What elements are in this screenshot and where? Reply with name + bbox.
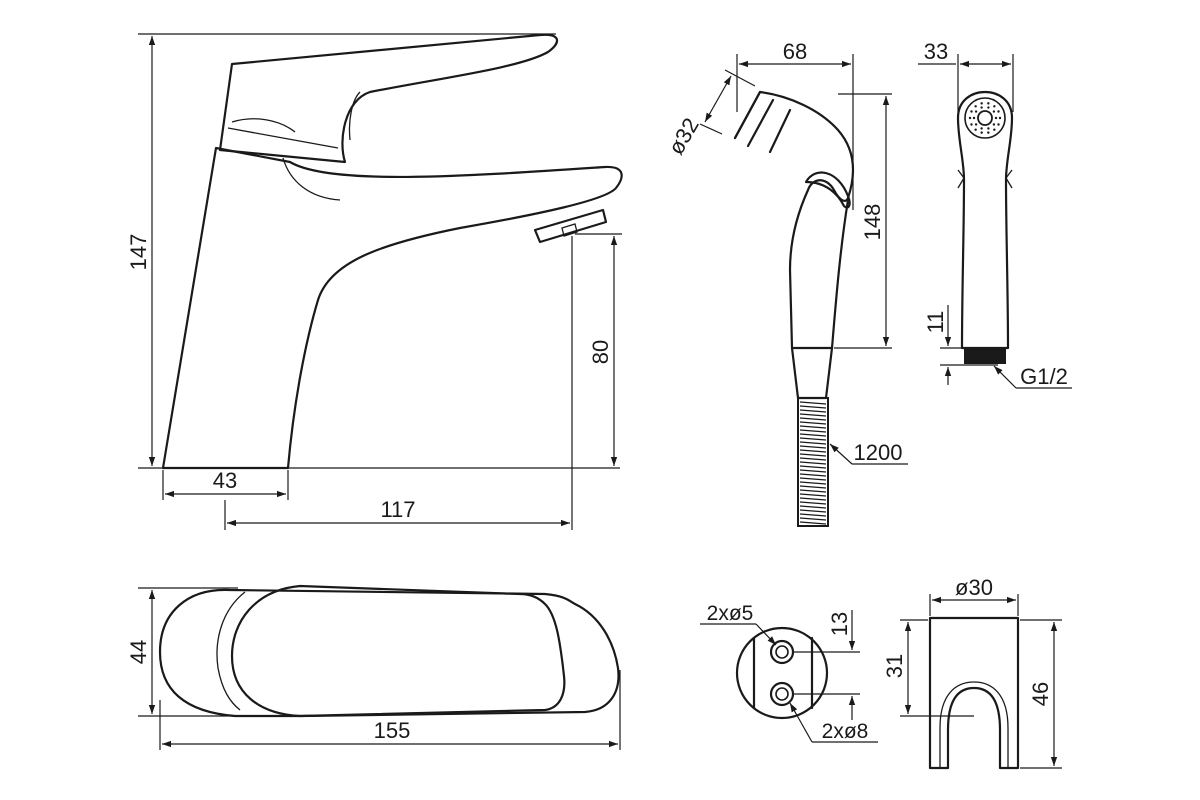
dim-top-length: 155: [374, 718, 411, 743]
nozzle-hole: [993, 105, 996, 108]
ext-32-lower: [699, 123, 723, 135]
nozzle-hole: [987, 131, 990, 134]
holder-front-hook-inner: [939, 681, 1009, 768]
sprayer-thread: [964, 348, 1006, 364]
nozzle-hole: [980, 131, 983, 134]
dim-holder-diameter: ø30: [955, 575, 993, 600]
dim-spout-reach: 117: [380, 497, 415, 522]
sprayer-hose: [797, 397, 829, 527]
dim-thread: G1/2: [1020, 364, 1068, 389]
faucet-top-inner-curve: [216, 591, 246, 711]
nozzle-hole: [992, 110, 996, 113]
sprayer-front-clips: [957, 169, 1013, 189]
faucet-body-outline: [161, 146, 623, 470]
faucet-aerator: [533, 208, 608, 244]
holder-hole-upper-outer: [769, 639, 795, 665]
faucet-side-view: 147 43 117 80: [126, 33, 623, 530]
nozzle-hole: [980, 106, 983, 109]
holder-side-view: 2xø5 13 2xø8: [700, 602, 878, 743]
sprayer-trigger: [804, 171, 851, 209]
nozzle-hole: [980, 127, 983, 130]
holder-hole-lower-outer: [769, 681, 795, 707]
sprayer-side-view: 68 ø32 148 1200: [663, 39, 908, 527]
holder-hole-lower-inner: [775, 687, 789, 701]
holder-front-outline: [928, 616, 1020, 770]
faucet-lever: [218, 33, 558, 164]
faucet-lever-groove: [227, 127, 339, 149]
dim-thread-height: 11: [923, 311, 948, 334]
sprayer-hose-connector: [790, 346, 834, 400]
nozzle-hole: [970, 110, 973, 113]
nozzle-hole: [998, 116, 1002, 120]
sprayer-nozzle-center: [977, 110, 993, 126]
nozzle-hole: [974, 123, 978, 126]
leader-8: [789, 702, 813, 743]
dim-head-diameter: ø32: [663, 114, 704, 159]
nozzle-hole: [968, 116, 972, 120]
faucet-top-lever: [230, 584, 566, 718]
nozzle-hole: [970, 123, 973, 126]
dim-hole-spacing: 13: [827, 612, 852, 636]
dim-base-width: 43: [213, 468, 237, 493]
holder-front-view: ø30 31 46: [882, 575, 1062, 770]
dim-top-depth: 44: [126, 640, 151, 664]
nozzle-hole: [987, 102, 990, 105]
leader-1200: [829, 443, 853, 465]
faucet-top-outline: [158, 588, 620, 718]
nozzle-hole: [980, 102, 983, 105]
nozzle-hole: [974, 128, 977, 131]
nozzle-hole: [974, 110, 978, 113]
faucet-lever-detail: [231, 91, 361, 201]
nozzle-hole: [987, 106, 990, 109]
sprayer-nozzle-face: [964, 97, 1006, 139]
holder-disc: [735, 626, 829, 720]
dim-hose-length: 1200: [854, 440, 903, 465]
dim-spout-height: 80: [588, 340, 613, 364]
faucet-top-view: 44 155: [126, 584, 621, 750]
nozzle-hole: [972, 116, 976, 120]
dim-head-length: 68: [783, 39, 807, 64]
sprayer-front-view: 33 11 G1/2: [918, 39, 1072, 389]
dim-body-height: 148: [860, 204, 885, 241]
nozzle-hole: [994, 116, 998, 120]
dim-hook-height: 31: [882, 654, 907, 678]
nozzle-hole: [987, 127, 990, 130]
sprayer-head-outline: [733, 90, 855, 350]
dim-front-width: 33: [924, 39, 948, 64]
leader-5: [755, 623, 777, 646]
dim-holes-large: 2xø8: [822, 720, 869, 743]
ext-32-upper: [724, 69, 756, 87]
dim-line-32: [704, 75, 732, 123]
dim-holes-small: 2xø5: [707, 602, 754, 625]
leader-thread: [993, 365, 1017, 389]
sprayer-nozzle-holes: [968, 102, 1002, 134]
nozzle-hole: [974, 105, 977, 108]
faucet-aerator-tip: [561, 223, 578, 237]
holder-hole-upper-inner: [775, 645, 789, 659]
dim-faucet-height: 147: [126, 234, 151, 271]
nozzle-hole: [997, 123, 1000, 126]
sprayer-front-outline: [956, 90, 1014, 350]
nozzle-hole: [997, 110, 1000, 113]
dim-holder-height: 46: [1028, 682, 1053, 706]
nozzle-hole: [992, 123, 996, 126]
sprayer-nozzle-ring: [733, 90, 792, 154]
nozzle-hole: [993, 128, 996, 131]
